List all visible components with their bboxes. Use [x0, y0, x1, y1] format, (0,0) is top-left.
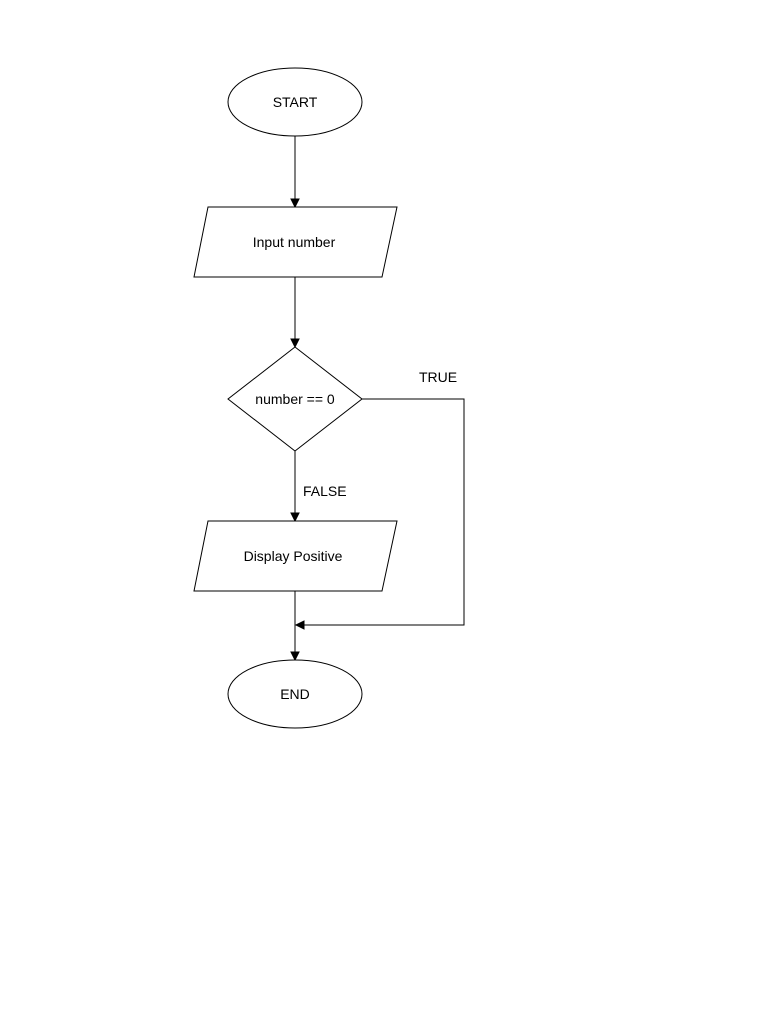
- input-node[interactable]: Input number: [193, 206, 398, 278]
- start-label: START: [273, 94, 318, 110]
- display-label: Display Positive: [244, 548, 343, 564]
- decision-label: number == 0: [255, 391, 335, 407]
- end-terminator-shape: [227, 659, 363, 729]
- input-label: Input number: [253, 234, 336, 250]
- start-node[interactable]: START: [227, 67, 363, 137]
- edge-true-branch-line: [303, 398, 465, 626]
- edge-start-to-input: [290, 136, 300, 209]
- edge-display-to-end-arrowhead: [290, 651, 300, 662]
- true-branch-label: TRUE: [419, 369, 457, 385]
- edge-true-branch: TRUE: [294, 369, 465, 630]
- false-branch-label: FALSE: [303, 483, 347, 499]
- end-node[interactable]: END: [227, 659, 363, 729]
- edge-false-branch: FALSE: [290, 451, 347, 523]
- edge-false-branch-arrowhead: [290, 512, 300, 523]
- decision-node[interactable]: number == 0: [227, 346, 363, 452]
- input-parallelogram-shape: [193, 206, 398, 278]
- edge-display-to-end: [290, 591, 300, 662]
- edge-input-to-decision: [290, 277, 300, 349]
- display-parallelogram-shape: [193, 520, 398, 592]
- end-label: END: [280, 686, 310, 702]
- edge-input-to-decision-arrowhead: [290, 338, 300, 349]
- edge-start-to-input-arrowhead: [290, 198, 300, 209]
- display-node[interactable]: Display Positive: [193, 520, 398, 592]
- edge-true-branch-arrowhead: [294, 620, 305, 630]
